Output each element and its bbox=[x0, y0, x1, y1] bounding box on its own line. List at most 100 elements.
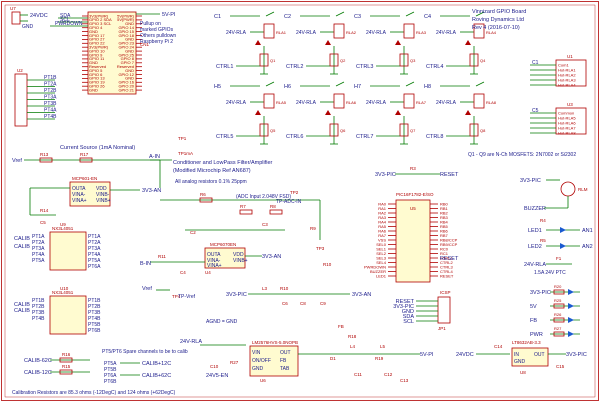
pi-pin-right: GND bbox=[125, 68, 134, 73]
pi-pin-right: GPIO 8 bbox=[121, 56, 135, 61]
icsp-pin: SCL bbox=[403, 319, 414, 325]
svg-text:L4: L4 bbox=[350, 344, 356, 349]
relay-com-label: C4 bbox=[424, 14, 431, 20]
pi-pin-left: GPIO 13 bbox=[89, 76, 105, 81]
svg-text:TP4: TP4 bbox=[172, 294, 181, 299]
current-source-note: Current Source (1mA Nominal) bbox=[60, 145, 135, 151]
svg-text:R15: R15 bbox=[62, 364, 71, 369]
pi-pin-right: 5V(PWR) bbox=[117, 13, 135, 18]
relay-ref: RLA8 bbox=[486, 100, 497, 105]
svg-text:U5: U5 bbox=[410, 206, 416, 211]
svg-text:R10: R10 bbox=[323, 262, 332, 267]
pi-pin-right: GPIO 16 bbox=[118, 80, 134, 85]
pic-pin-right: CTRL2 bbox=[440, 260, 453, 265]
relay-com-label: H8 bbox=[424, 84, 431, 90]
svg-text:GND: GND bbox=[252, 366, 264, 372]
relay-ref: RLA2 bbox=[346, 30, 357, 35]
mosfet-ref: Q1 bbox=[270, 58, 276, 63]
relay-conn-com: C5 bbox=[532, 108, 539, 114]
sheet-inner-frame bbox=[4, 4, 596, 398]
svg-text:LT8632AB-3.3: LT8632AB-3.3 bbox=[512, 340, 541, 345]
net-buzzer: BUZZER bbox=[524, 206, 546, 212]
pic-pin-right: RB8/CCP bbox=[440, 237, 458, 242]
svg-text:R19: R19 bbox=[375, 356, 384, 361]
pullup-note-1: Pullup on bbox=[140, 21, 161, 27]
relay-ctrl-label: CTRL2 bbox=[286, 64, 303, 70]
svg-text:U8: U8 bbox=[520, 370, 526, 375]
relay-24v-label: 24V-RLA bbox=[436, 30, 457, 36]
pic-pin-right: RB7 bbox=[440, 233, 449, 238]
pi-pin-left: GPIO 4 bbox=[89, 25, 103, 30]
svg-text:IN: IN bbox=[514, 352, 519, 358]
pullup-note-3: Others pulldown bbox=[140, 33, 176, 39]
svg-text:R5: R5 bbox=[540, 238, 546, 243]
pi-pin-right: GPIO 24 bbox=[118, 45, 134, 50]
conditioner-circuit: R6 R7 R8 TP2 TP-ADC-IN C2 C3 MCP6070EN U… bbox=[140, 190, 332, 275]
relay-conn-pin: Hot-RLA4 bbox=[558, 82, 576, 87]
svg-text:TP1: TP1 bbox=[178, 136, 187, 141]
pic-pin-right: RB5 bbox=[440, 224, 449, 229]
relay-com-label: C3 bbox=[354, 14, 361, 20]
relay-conn-pin: Com1 bbox=[558, 62, 569, 67]
net-3v3-an-1: 3V3-AN bbox=[142, 188, 161, 194]
svg-text:R8: R8 bbox=[270, 204, 276, 209]
conditioner-sub-note: (Modified Microchip Ref AN687) bbox=[173, 168, 251, 174]
status-led-net: 5V bbox=[530, 304, 537, 310]
svg-text:PT5A: PT5A bbox=[88, 258, 101, 264]
pi-pin-right: GPIO 18 bbox=[118, 33, 134, 38]
resistors-note: All analog resistors 0.1% 25ppm bbox=[175, 179, 247, 185]
icsp-pin: SDA bbox=[403, 314, 415, 320]
net-3v3-pic-2: 3V3-PIC bbox=[226, 292, 247, 298]
svg-text:PT4B: PT4B bbox=[32, 316, 45, 322]
svg-text:NX3L4051: NX3L4051 bbox=[52, 226, 74, 231]
relay-24v-label: 24V-RLA bbox=[296, 30, 317, 36]
pi-pin-left: GPIO 10 bbox=[89, 48, 105, 53]
relay-com-label: H6 bbox=[284, 84, 291, 90]
svg-text:TP1mA: TP1mA bbox=[178, 151, 193, 156]
relay-ctrl-label: CTRL4 bbox=[426, 64, 443, 70]
pic-pin-right: RC1 bbox=[440, 251, 449, 256]
buzzer-section: 3V3-PIC RLM BUZZER bbox=[520, 178, 588, 212]
revision: Rev 4 (2016-07-10) bbox=[472, 25, 520, 31]
pic-pin-right: RB0 bbox=[440, 201, 449, 206]
svg-text:PT6B: PT6B bbox=[88, 328, 101, 334]
svg-text:D1: D1 bbox=[330, 356, 336, 361]
pi-pin-right: GPIO 25 bbox=[118, 52, 134, 57]
relay-com-label: H7 bbox=[354, 84, 361, 90]
net-24v-rla-reg: 24V-RLA bbox=[180, 339, 202, 345]
status-led-net: PWR bbox=[530, 332, 543, 338]
pi-pin-left: GPIO 26 bbox=[89, 84, 105, 89]
relay-com-label: C1 bbox=[214, 14, 221, 20]
svg-text:PT1A: PT1A bbox=[32, 234, 45, 240]
spare-note: PT5/PT6 Spare channels to be to calib bbox=[102, 349, 188, 355]
svg-text:VIN: VIN bbox=[252, 350, 261, 356]
svg-text:L3: L3 bbox=[262, 286, 268, 291]
pi-pin-left: GPIO 5 bbox=[89, 68, 103, 73]
mux-u10: NX3L4051 U10 CALIB CALIB PT1B PT2B PT3B … bbox=[14, 286, 101, 335]
pic-pin-right: RB4 bbox=[440, 219, 449, 224]
svg-text:R16: R16 bbox=[62, 352, 71, 357]
svg-text:PT2B: PT2B bbox=[32, 304, 45, 310]
net-5v-pi-reg: 5V-PI bbox=[420, 352, 434, 358]
relay-conn-com: C1 bbox=[532, 60, 539, 66]
pic-pin-left: SEL3 bbox=[376, 255, 387, 260]
pi-pin-right: GND bbox=[125, 76, 134, 81]
relay-connector-u1: U1 Com1Hot-RLA1Hot-RLA2Hot-RLA3Hot-RLA4C… bbox=[530, 54, 587, 87]
svg-text:C13: C13 bbox=[400, 378, 409, 383]
svg-text:PIC16F1782-E/SO: PIC16F1782-E/SO bbox=[396, 192, 434, 197]
pic-pin-right: RESET bbox=[440, 273, 454, 278]
relay-conn-pin: Common bbox=[558, 110, 574, 115]
net-reset-2: RESET bbox=[440, 256, 459, 262]
svg-text:VINA+: VINA+ bbox=[72, 198, 87, 204]
pi-pin-right: 5V(PWR) bbox=[117, 17, 135, 22]
pic-pin-left: SEL2 bbox=[376, 251, 387, 256]
mosfet-ref: Q7 bbox=[410, 128, 416, 133]
net-3v3-pic-3: 3V3-PIC bbox=[520, 178, 541, 184]
svg-text:R10: R10 bbox=[280, 286, 289, 291]
